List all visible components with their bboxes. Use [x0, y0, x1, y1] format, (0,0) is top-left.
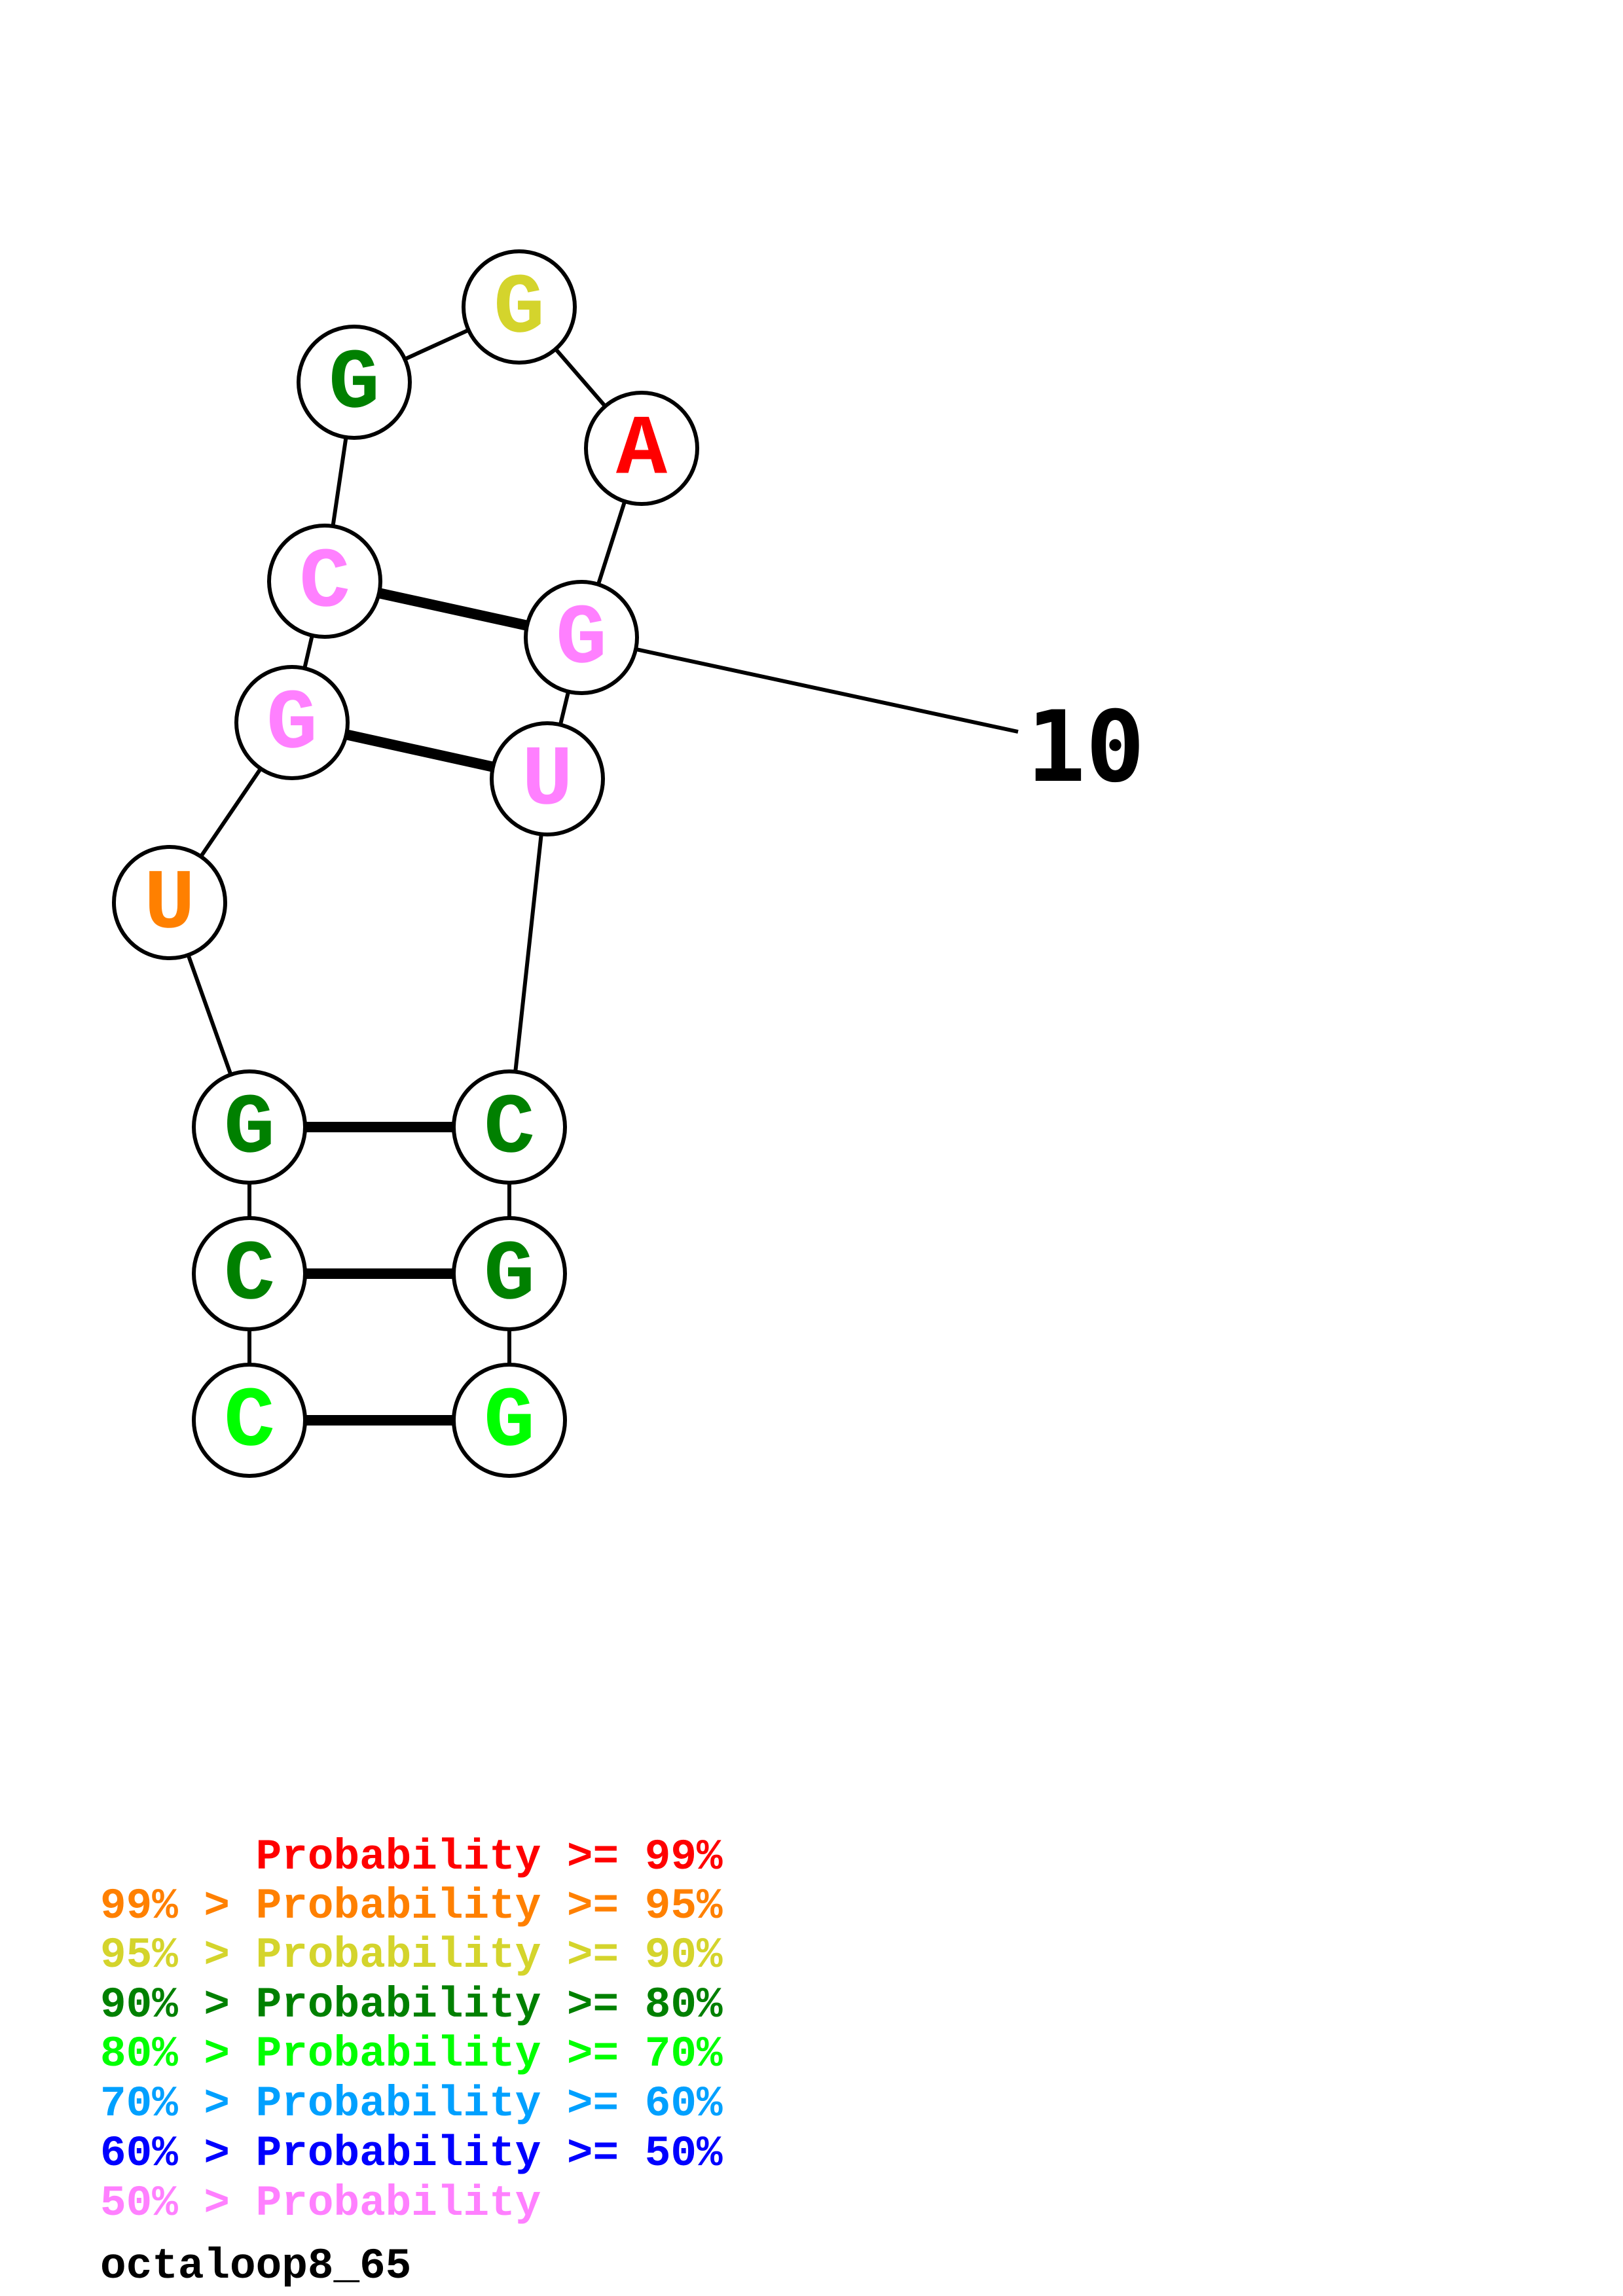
base-circle — [192, 1216, 307, 1331]
probability-legend: Probability >= 99% 99% > Probability >= … — [100, 1833, 723, 2228]
base-letter: G — [266, 677, 318, 774]
base-circle — [452, 1216, 567, 1331]
base-node: U — [490, 721, 605, 836]
base-letter: G — [484, 1375, 535, 1471]
legend-line-60-50: 60% > Probability >= 50% — [100, 2129, 723, 2178]
base-circle — [267, 524, 382, 639]
base-circle — [490, 721, 605, 836]
base-circle — [584, 391, 699, 506]
index-label: 10 — [1027, 691, 1145, 804]
backbone-segment — [507, 778, 549, 1128]
base-circle — [112, 845, 227, 960]
legend-line-90-80: 90% > Probability >= 80% — [100, 1981, 723, 2030]
base-node: G — [192, 1069, 307, 1185]
base-node: C — [452, 1069, 567, 1185]
base-node: G — [297, 325, 412, 440]
base-node: C — [192, 1216, 307, 1331]
base-circle — [234, 665, 350, 780]
index-label-layer: 10 — [581, 636, 1145, 804]
legend-line-lt50: 50% > Probability — [100, 2179, 541, 2228]
base-circle — [452, 1363, 567, 1478]
base-letter: C — [224, 1229, 275, 1325]
base-letter: G — [329, 337, 380, 433]
base-letter: G — [494, 262, 545, 358]
base-node: G — [462, 249, 577, 365]
structure-title: octaloop8_65 — [100, 2242, 411, 2291]
base-letter: U — [144, 857, 195, 954]
base-letter: C — [224, 1375, 275, 1471]
base-node: G — [452, 1363, 567, 1478]
base-letter: U — [522, 734, 573, 830]
base-letter: G — [224, 1082, 275, 1178]
legend-line-95-90: 95% > Probability >= 90% — [100, 1931, 723, 1980]
base-circle — [297, 325, 412, 440]
base-node: G — [452, 1216, 567, 1331]
base-circle — [452, 1069, 567, 1185]
base-node: U — [112, 845, 227, 960]
base-node: C — [192, 1363, 307, 1478]
base-node: G — [234, 665, 350, 780]
legend-line-99-95: 99% > Probability >= 95% — [100, 1882, 723, 1931]
base-letter: G — [556, 592, 607, 689]
base-node: A — [584, 391, 699, 506]
legend-line-80-70: 80% > Probability >= 70% — [100, 2030, 723, 2079]
base-node: C — [267, 524, 382, 639]
base-circle — [462, 249, 577, 365]
index-label-tick — [581, 636, 1019, 734]
base-letter: C — [484, 1082, 535, 1178]
base-circle — [192, 1363, 307, 1478]
base-circle — [524, 580, 639, 695]
base-letter: A — [616, 403, 668, 499]
legend-line-70-60: 70% > Probability >= 60% — [100, 2079, 723, 2128]
legend-line-ge99: Probability >= 99% — [100, 1833, 723, 1882]
base-node: G — [524, 580, 639, 695]
base-letter: C — [299, 536, 350, 632]
base-circle — [192, 1069, 307, 1185]
base-letter: G — [484, 1229, 535, 1325]
